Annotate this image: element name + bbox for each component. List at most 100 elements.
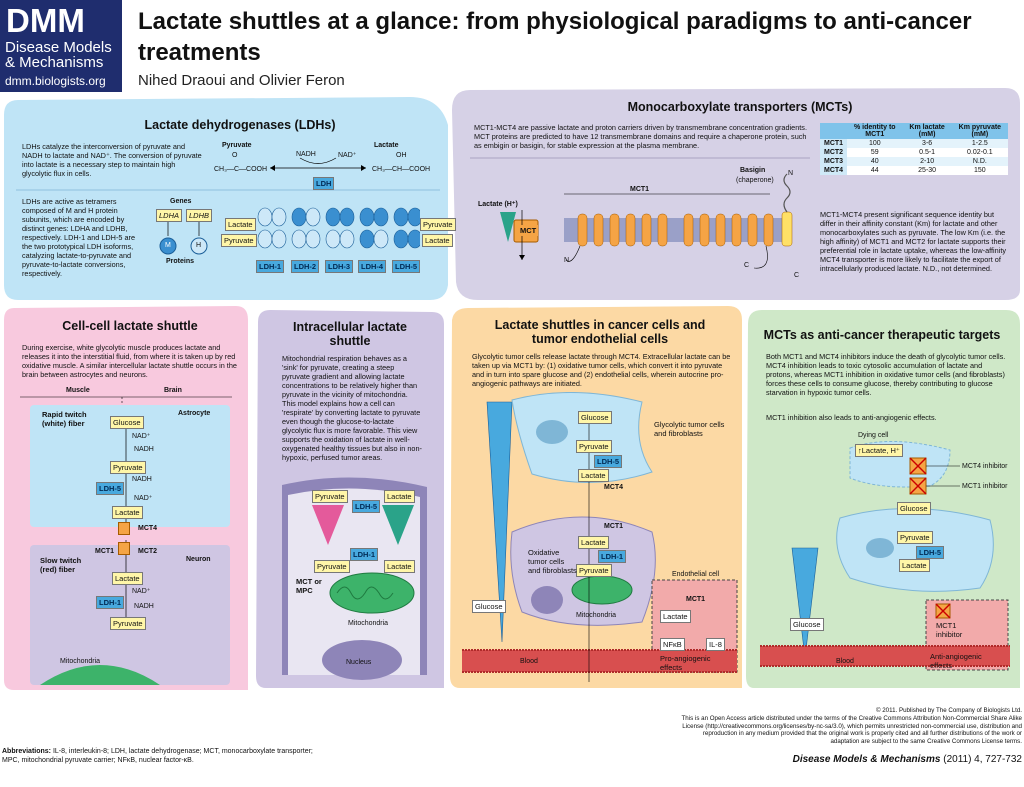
ldh-pyruvate-left: Pyruvate <box>221 234 257 247</box>
cell-nad-3: NAD⁺ <box>132 588 151 595</box>
page-title: Lactate shuttles at a glance: from physi… <box>138 8 972 66</box>
mct-table-header-cell: % identity to MCT1 <box>847 123 903 139</box>
intra-lactate-1: Lactate <box>384 490 415 503</box>
cell-mito: Mitochondria <box>60 658 101 665</box>
cancer-ldh5: LDH-5 <box>594 455 623 468</box>
mct1-label: MCT1 <box>630 186 650 193</box>
table-cell: 100 <box>847 139 903 148</box>
cancer-glucose-1: Glucose <box>578 411 612 424</box>
ldh-tetramers <box>257 207 420 249</box>
intra-nucleus: Nucleus <box>346 659 372 666</box>
cell-glucose: Glucose <box>110 416 144 429</box>
chaperone-label: (chaperone) <box>736 177 774 184</box>
abbreviations-label: Abbreviations: <box>2 748 52 755</box>
cancer-title: Lactate shuttles in cancer cells and tum… <box>494 318 706 346</box>
basigin-label: Basigin <box>740 167 766 174</box>
cancer-lactate-2: Lactate <box>578 536 609 549</box>
ldh-iso-4: LDH-4 <box>358 260 387 273</box>
cell-mct2: MCT2 <box>138 548 158 555</box>
ldh-iso-3: LDH-3 <box>325 260 354 273</box>
table-cell: MCT4 <box>820 166 848 175</box>
ldha-gene: LDHA <box>156 209 183 222</box>
cell-nadh-3: NADH <box>134 603 154 610</box>
ldh-lactate-label: Lactate <box>374 142 399 149</box>
table-cell: 1-2.5 <box>951 139 1008 148</box>
proteins-label: Proteins <box>166 258 195 265</box>
cell-mct4: MCT4 <box>138 525 158 532</box>
logo-line2: Disease Models <box>5 39 112 56</box>
cancer-blood: Blood <box>520 658 538 665</box>
mct-c-terminus: C <box>744 262 750 269</box>
license-text: This is an Open Access article distribut… <box>681 715 1022 745</box>
cell-lactate-1: Lactate <box>112 506 143 519</box>
oxidative-label: Oxidative tumor cells and fibroblasts <box>528 548 577 575</box>
ldh-text-2: LDHs are active as tetramers composed of… <box>22 197 136 278</box>
cancer-mct4: MCT4 <box>604 484 624 491</box>
mct4-inhibitor-label: MCT4 inhibitor <box>962 463 1008 470</box>
intra-pyruvate-1: Pyruvate <box>312 490 348 503</box>
lactate-accumulation-box: ↑Lactate, H⁺ <box>855 444 903 457</box>
targets-glucose-2: Glucose <box>790 618 824 631</box>
mct-lactate-h: Lactate (H⁺) <box>478 201 518 208</box>
h-subunit: H <box>196 242 202 249</box>
mct1-inhibitor-label: MCT1 inhibitor <box>962 483 1008 490</box>
table-cell: 44 <box>847 166 903 175</box>
cell-mct1: MCT1 <box>95 548 115 555</box>
journal-name: Disease Models & Mechanisms <box>792 754 941 765</box>
intra-ldh1: LDH-1 <box>350 548 379 561</box>
slow-twitch-label: Slow twitch (red) fiber <box>40 556 82 574</box>
cancer-pyruvate-1: Pyruvate <box>576 440 612 453</box>
dying-cell-label: Dying cell <box>858 432 889 439</box>
cancer-pyruvate-2: Pyruvate <box>576 564 612 577</box>
table-cell: MCT3 <box>820 157 848 166</box>
logo-dmm: DMM <box>6 2 85 39</box>
table-cell: 0.02-0.1 <box>951 148 1008 157</box>
journal-logo: DMM Disease Models & Mechanisms dmm.biol… <box>0 0 122 92</box>
ldh-lactate-left: Lactate <box>225 218 256 231</box>
cell-title: Cell-cell lactate shuttle <box>62 319 198 333</box>
cell-nad-2: NAD⁺ <box>134 495 153 502</box>
logo-line3: & Mechanisms <box>5 54 104 71</box>
cell-ldh5: LDH-5 <box>96 482 125 495</box>
mct-text-1: MCT1-MCT4 are passive lactate and proton… <box>474 123 807 150</box>
mct1-transporter-icon <box>118 542 130 555</box>
targets-text-2: MCT1 inhibition also leads to anti-angio… <box>766 413 937 422</box>
ldh-iso-5: LDH-5 <box>392 260 421 273</box>
ldh-subunits <box>159 222 208 255</box>
mct-table-header-cell: Km pyruvate (mM) <box>951 123 1008 139</box>
cell-text: During exercise, white glycolytic muscle… <box>22 343 237 379</box>
glycolytic-label: Glycolytic tumor cells and fibroblasts <box>654 420 725 438</box>
ldh-pyr-formula: CH₃—C—COOH <box>214 166 268 173</box>
targets-blood: Blood <box>836 658 854 665</box>
anti-angiogenic-label: Anti-angiogenic effects <box>930 652 982 670</box>
cancer-glucose-2: Glucose <box>472 600 506 613</box>
il8-box: IL-8 <box>706 638 725 651</box>
targets-text-1: Both MCT1 and MCT4 inhibitors induce the… <box>766 352 1006 397</box>
table-cell: 150 <box>951 166 1008 175</box>
intra-pyruvate-2: Pyruvate <box>314 560 350 573</box>
intra-cell-diagram <box>282 477 427 680</box>
citation-volume: (2011) 4, 727-732 <box>943 754 1022 765</box>
pro-angiogenic-label: Pro-angiogenic effects <box>660 654 711 672</box>
mct-properties-table: % identity to MCT1 Km lactate (mM) Km py… <box>820 123 1008 175</box>
ldh-genes-label: Genes <box>170 198 192 205</box>
mct1-inhibitor-endo: MCT1 inhibitor <box>936 621 963 639</box>
targets-lactate: Lactate <box>899 559 930 572</box>
ldh-iso-1: LDH-1 <box>256 260 285 273</box>
cancer-ldh1: LDH-1 <box>598 550 627 563</box>
intra-mito: Mitochondria <box>348 620 389 627</box>
muscle-label: Muscle <box>66 387 90 394</box>
basigin-n: N <box>788 170 794 177</box>
table-cell: 59 <box>847 148 903 157</box>
mct-table-header: % identity to MCT1 Km lactate (mM) Km py… <box>820 123 1008 139</box>
ldh-lactate-right: Lactate <box>422 234 453 247</box>
intra-lactate-2: Lactate <box>384 560 415 573</box>
ldh-enzyme-box: LDH <box>313 177 335 190</box>
mct-n-terminus: N <box>564 257 570 264</box>
ldh-oh: OH <box>396 152 407 159</box>
cancer-mito: Mitochondria <box>576 612 617 619</box>
endo-mct1: MCT1 <box>686 596 706 603</box>
